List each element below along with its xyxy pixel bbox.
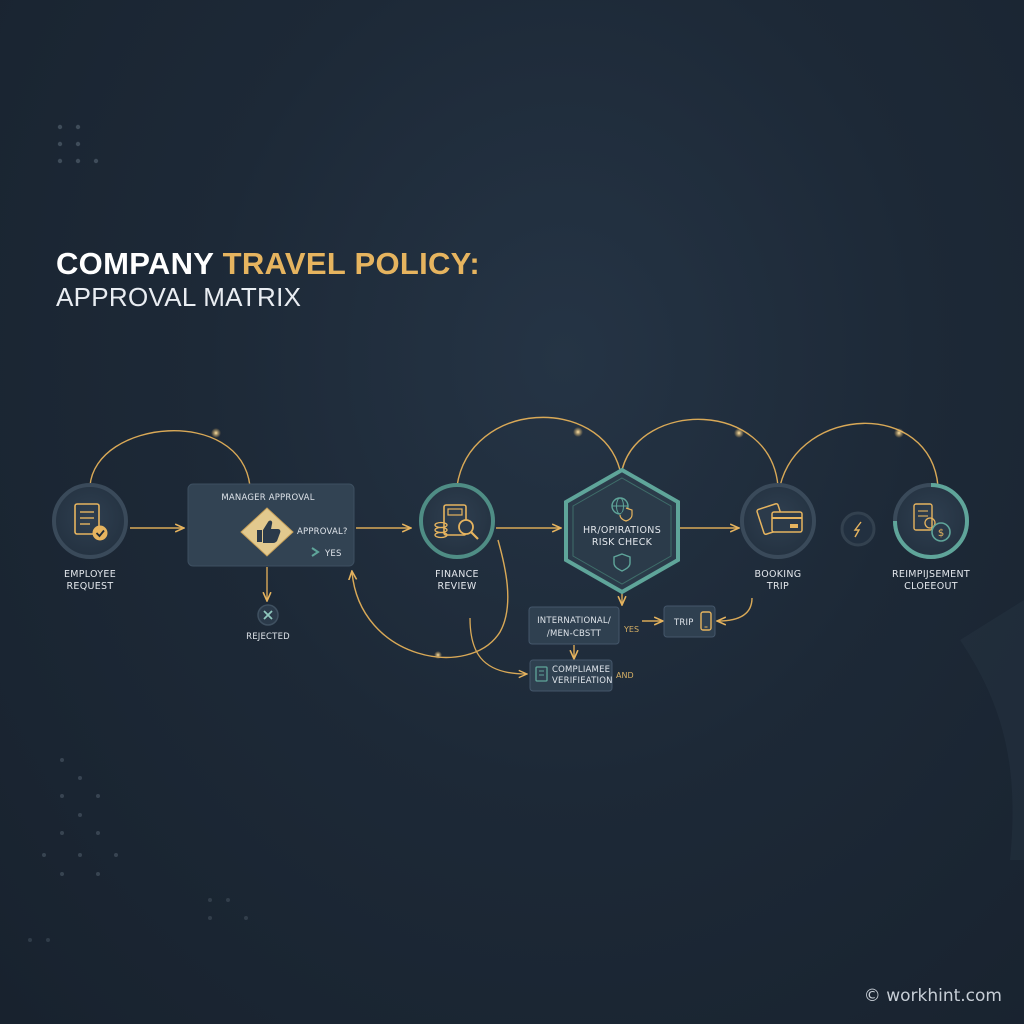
loop-finance-to-manager <box>352 539 509 659</box>
rejected-label: REJECTED <box>246 632 290 642</box>
decorative-shape-right <box>960 600 1024 860</box>
checklist-icon <box>535 666 548 682</box>
x-icon <box>263 610 273 620</box>
page-title: COMPANY TRAVEL POLICY: <box>56 246 480 282</box>
title-part-travel-policy: TRAVEL POLICY: <box>222 246 480 281</box>
watermark: © workhint.com <box>863 986 1002 1006</box>
arc-booking-to-reimbursement <box>779 422 939 487</box>
reimbursement-progress-ring <box>893 483 969 559</box>
manager-question: APPROVAL? <box>297 527 348 537</box>
booking-label-line1: BOOKING <box>755 569 802 580</box>
globe-shield-icon <box>611 497 633 522</box>
node-international: INTERNATIONAL/ /MEN-CBSTT YES <box>528 606 639 645</box>
arc-glow-points <box>211 427 904 659</box>
compliance-suffix: AND <box>616 671 634 680</box>
node-finance-review: FINANCE REVIEW <box>419 483 495 592</box>
receipt-coins-icon: $ <box>913 503 951 542</box>
arc-hr-to-booking <box>621 418 779 487</box>
node-hr-risk-check: HR/OPIRATIONS RISK CHECK <box>564 467 680 595</box>
page-subtitle: APPROVAL MATRIX <box>56 282 302 312</box>
international-line1: INTERNATIONAL/ <box>537 616 611 626</box>
decorative-dots-top-left <box>57 124 99 164</box>
connector-arcs <box>89 416 939 487</box>
node-employee-request: EMPLOYEE REQUEST <box>52 483 128 592</box>
shield-icon <box>613 553 631 572</box>
node-rejected: REJECTED <box>246 604 290 642</box>
phone-icon <box>700 611 712 631</box>
booking-label-line2: TRIP <box>766 581 789 592</box>
arc-finance-to-hr <box>456 416 621 487</box>
international-line2: /MEN-CBSTT <box>547 629 602 639</box>
finance-label-line2: REVIEW <box>437 581 476 592</box>
compliance-line2: VERIFIEATION <box>552 676 613 686</box>
arrow-to-compliance <box>469 617 526 674</box>
node-compliance: COMPLIAMEE VERIFIEATION AND <box>529 659 634 692</box>
compliance-line1: COMPLIAMEE <box>552 665 610 675</box>
trip-label: TRIP <box>673 618 694 628</box>
manager-yes-label: YES <box>324 549 342 559</box>
decorative-dots-bottom-center <box>28 898 248 942</box>
tickets-card-icon <box>756 503 803 535</box>
hr-label-line2: RISK CHECK <box>592 537 653 548</box>
finance-label-line1: FINANCE <box>435 569 479 580</box>
reimbursement-label-line1: REIMPIJSEMENT <box>892 569 970 580</box>
node-small-connector <box>840 511 876 547</box>
thumbs-up-icon <box>240 507 294 557</box>
decorative-dots-bottom-left <box>42 758 118 876</box>
hr-label-line1: HR/OPIRATIONS <box>583 525 661 536</box>
node-manager-approval: MANAGER APPROVAL APPROVAL? YES <box>187 483 355 567</box>
reimbursement-label-line2: CLOEEOUT <box>904 581 958 592</box>
employee-label-line2: REQUEST <box>67 581 114 592</box>
manager-title: MANAGER APPROVAL <box>221 493 314 503</box>
yes-chevron-icon <box>311 547 320 557</box>
lightning-icon <box>853 521 862 538</box>
node-trip: TRIP <box>663 605 716 638</box>
international-yes-label: YES <box>623 625 639 634</box>
document-check-icon <box>74 503 108 541</box>
svg-text:$: $ <box>938 528 944 539</box>
node-booking-trip: BOOKING TRIP <box>740 483 816 592</box>
title-part-company: COMPANY <box>56 246 223 281</box>
node-reimbursement: $ REIMPIJSEMENT CLOEEOUT <box>892 483 970 592</box>
employee-label-line1: EMPLOYEE <box>64 569 116 580</box>
calculator-magnifier-icon <box>434 504 479 540</box>
arc-employee-to-manager <box>89 430 251 487</box>
